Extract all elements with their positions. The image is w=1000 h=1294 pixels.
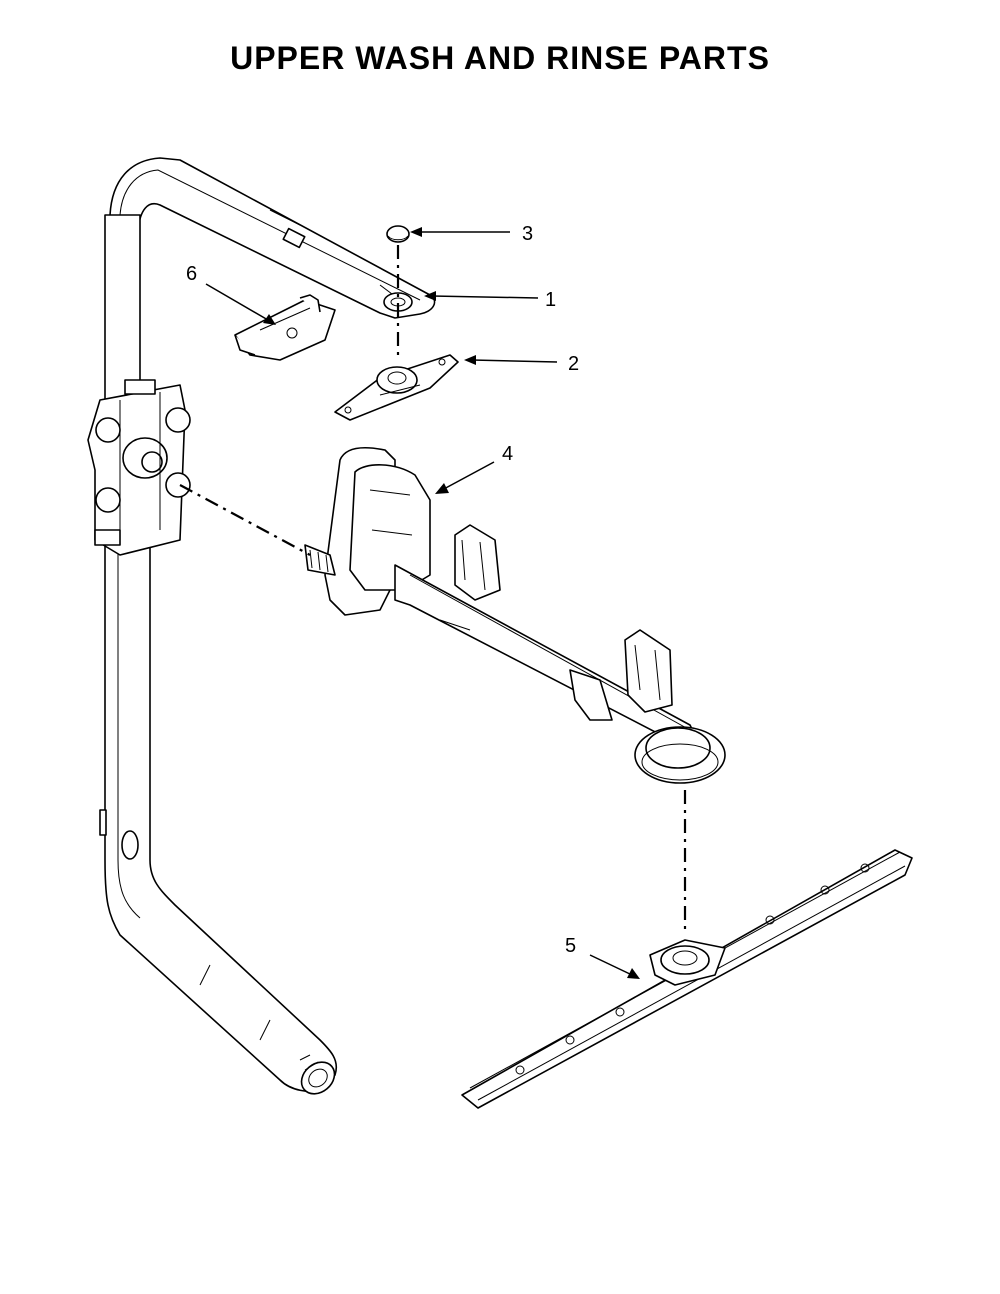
part-5-spray-arm (461, 849, 913, 1109)
part-4-spray-manifold (304, 446, 726, 784)
part-2-mount-plate (334, 354, 459, 421)
callout-leaders (205, 227, 640, 979)
callout-3: 3 (522, 223, 533, 245)
page-title: UPPER WASH AND RINSE PARTS (230, 40, 770, 76)
part-6-clip (234, 294, 336, 361)
callout-2: 2 (568, 353, 579, 375)
callout-6: 6 (186, 263, 197, 285)
part-1-bearing (383, 292, 413, 312)
part-3-cap (386, 225, 410, 243)
callout-1: 1 (545, 289, 556, 311)
callout-4: 4 (502, 443, 513, 465)
callout-5: 5 (565, 935, 576, 957)
alignment-lines (179, 245, 687, 935)
tube-docking-bracket (87, 379, 191, 556)
